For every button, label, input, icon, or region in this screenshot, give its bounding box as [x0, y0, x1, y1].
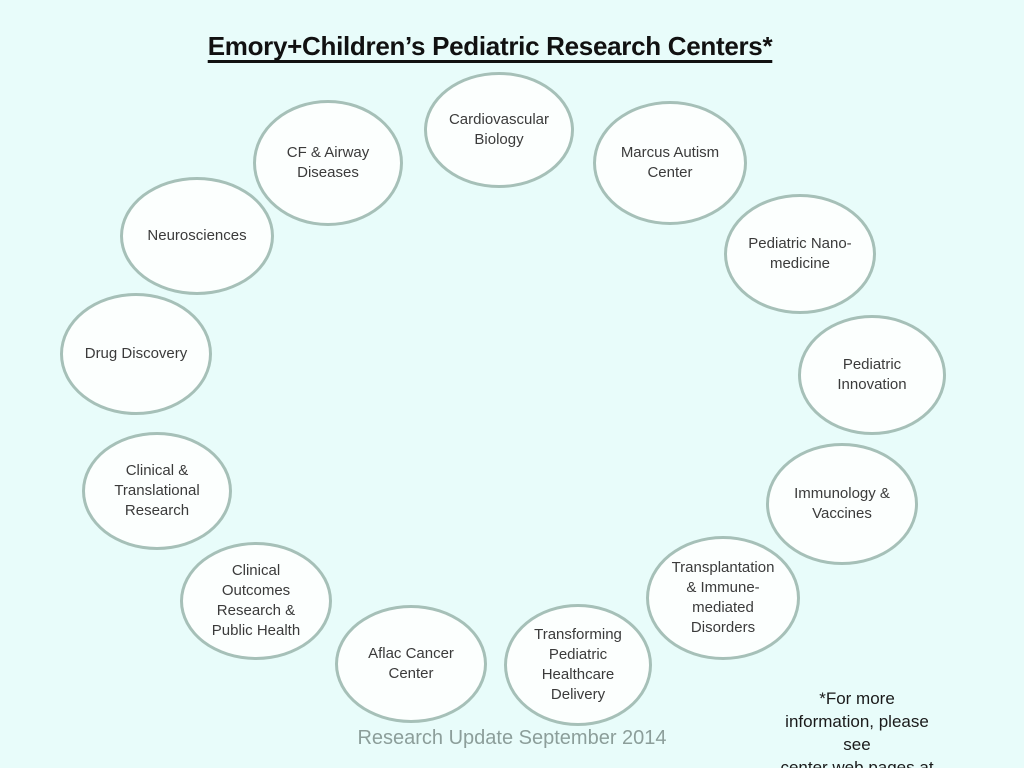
center-ellipse-immunology-vaccines: Immunology & Vaccines [766, 443, 918, 565]
center-label: Pediatric Nano- medicine [748, 235, 852, 272]
center-ellipse-transplantation-immune-disorders: Transplantation & Immune- mediated Disor… [646, 536, 800, 660]
center-ellipse-transforming-pediatric-healthcare: Transforming Pediatric Healthcare Delive… [504, 604, 652, 726]
slide-footer-text: Research Update September 2014 [357, 727, 667, 749]
center-label: Aflac Cancer Center [368, 645, 454, 682]
center-ellipse-clinical-outcomes-public-health: Clinical Outcomes Research & Public Heal… [180, 542, 332, 660]
center-label: Immunology & Vaccines [794, 485, 890, 522]
slide-title: Emory+Children’s Pediatric Research Cent… [207, 31, 773, 61]
center-ellipse-aflac-cancer-center: Aflac Cancer Center [335, 605, 487, 723]
center-ellipse-clinical-translational-research: Clinical & Translational Research [82, 432, 232, 550]
center-ellipse-cardiovascular-biology: Cardiovascular Biology [424, 72, 574, 188]
center-label: Transplantation & Immune- mediated Disor… [671, 559, 775, 636]
center-label: CF & Airway Diseases [286, 144, 370, 181]
center-label: Neurosciences [147, 227, 247, 244]
center-ellipse-pediatric-nanomedicine: Pediatric Nano- medicine [724, 194, 876, 314]
center-label: Marcus Autism Center [620, 144, 720, 181]
center-label: Clinical & Translational Research [114, 462, 200, 519]
center-label: Clinical Outcomes Research & Public Heal… [211, 562, 301, 639]
center-ellipse-pediatric-innovation: Pediatric Innovation [798, 315, 946, 435]
center-ellipse-marcus-autism-center: Marcus Autism Center [593, 101, 747, 225]
footnote-text: *For more information, please see center… [780, 689, 934, 768]
center-label: Cardiovascular Biology [448, 111, 550, 148]
center-label: Drug Discovery [84, 345, 188, 362]
center-ellipse-drug-discovery: Drug Discovery [60, 293, 212, 415]
center-label: Transforming Pediatric Healthcare Delive… [534, 626, 622, 703]
center-ellipse-neurosciences: Neurosciences [120, 177, 274, 295]
center-label: Pediatric Innovation [837, 356, 907, 393]
center-ellipse-cf-airway-diseases: CF & Airway Diseases [253, 100, 403, 226]
